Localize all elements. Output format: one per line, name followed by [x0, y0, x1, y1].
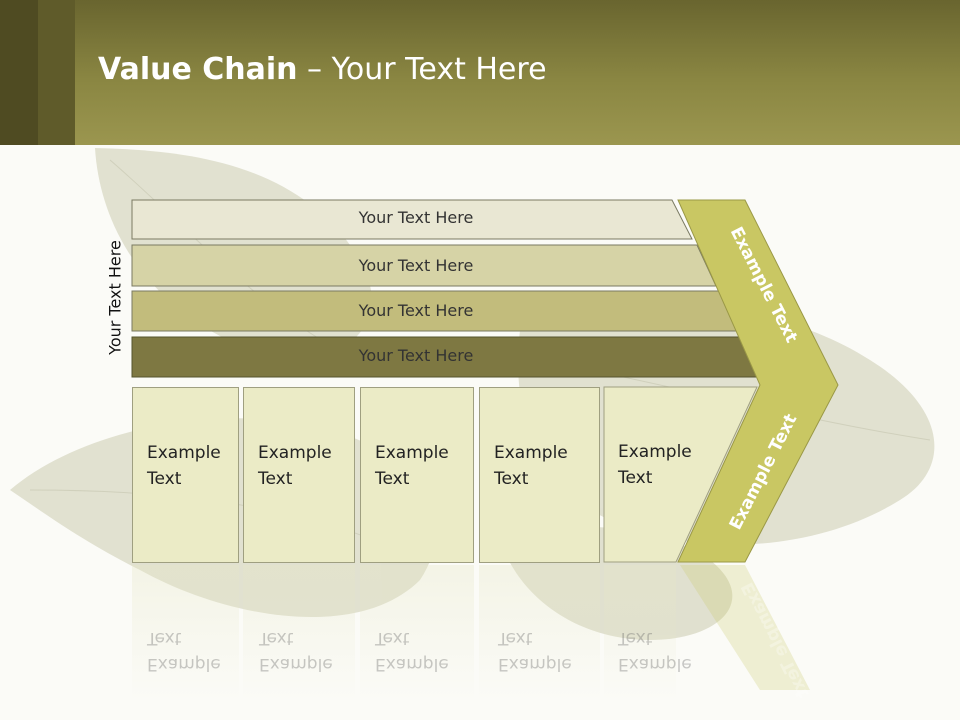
box-4-line1: Example — [494, 443, 568, 463]
box-5-refl-line2: Text — [618, 628, 653, 648]
bar-label-2: Your Text Here — [358, 256, 474, 275]
box-5-refl-line1: Example — [618, 654, 692, 674]
chevron-shape — [677, 199, 839, 563]
box-1-reflection-text: Example Text — [147, 625, 221, 677]
box-1-reflection — [132, 565, 239, 700]
bar-shape-1 — [131, 199, 693, 240]
box-5-shape — [603, 386, 758, 563]
box-4-refl-line2: Text — [498, 628, 533, 648]
box-3-refl-line2: Text — [375, 628, 410, 648]
box-1-refl-line1: Example — [147, 654, 221, 674]
box-5-line2: Text — [618, 468, 653, 488]
title-bold: Value Chain — [98, 52, 298, 87]
box-4-reflection-text: Example Text — [498, 625, 572, 677]
box-5-reflection — [604, 565, 676, 700]
chevron-reflection — [678, 565, 810, 690]
header-band: Value Chain – Your Text Here — [0, 0, 960, 145]
box-2-line2: Text — [258, 469, 293, 489]
bar-label-1: Your Text Here — [358, 208, 474, 227]
box-3-line1: Example — [375, 443, 449, 463]
box-1-line1: Example — [147, 443, 221, 463]
box-2-line1: Example — [258, 443, 332, 463]
box-5-reflection-text: Example Text — [618, 625, 692, 677]
title-rest: – Your Text Here — [297, 52, 547, 87]
box-5-line1: Example — [618, 442, 692, 462]
box-4-reflection — [479, 565, 600, 700]
box-3-reflection-text: Example Text — [375, 625, 449, 677]
box-2-refl-line1: Example — [259, 654, 333, 674]
box-1-refl-line2: Text — [147, 628, 182, 648]
box-3-line2: Text — [375, 469, 410, 489]
bar-label-3: Your Text Here — [358, 301, 474, 320]
box-4-line2: Text — [494, 469, 529, 489]
box-2-reflection — [243, 565, 355, 700]
box-4-refl-line1: Example — [498, 654, 572, 674]
bar-label-4: Your Text Here — [358, 346, 474, 365]
box-2-refl-line2: Text — [259, 628, 294, 648]
box-1-line2: Text — [147, 469, 182, 489]
header-accent-mid — [38, 0, 75, 145]
side-label: Your Text Here — [105, 240, 125, 355]
box-3-refl-line1: Example — [375, 654, 449, 674]
header-accent-dark — [0, 0, 38, 145]
box-3-reflection — [360, 565, 474, 700]
box-2-reflection-text: Example Text — [259, 625, 333, 677]
slide-title: Value Chain – Your Text Here — [98, 52, 547, 87]
